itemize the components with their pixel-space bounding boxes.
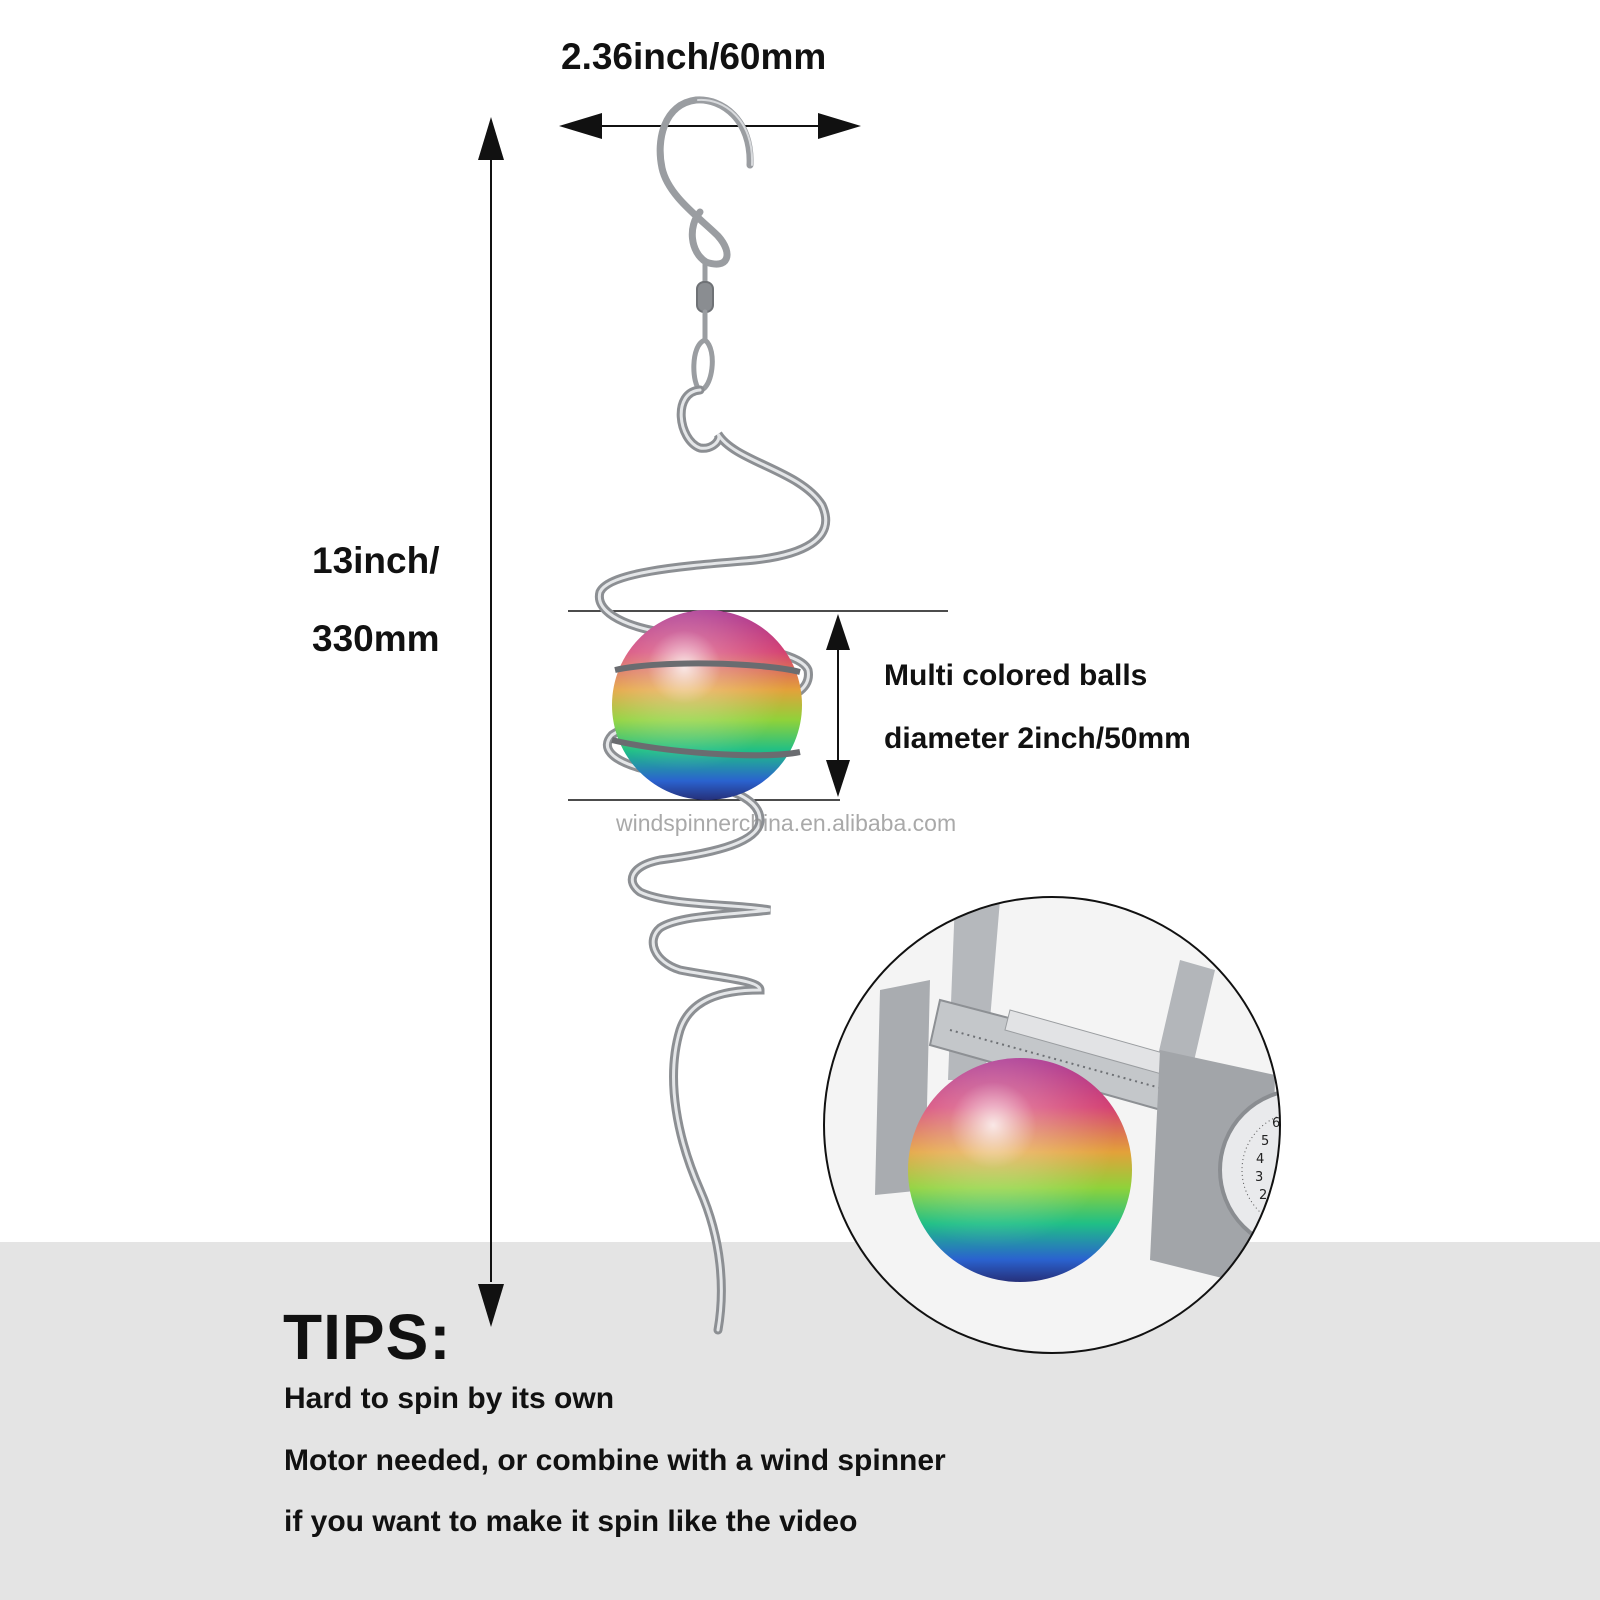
- dial-digit: 4: [1256, 1152, 1264, 1167]
- dial-digit: 3: [1255, 1170, 1263, 1185]
- tip-line: Motor needed, or combine with a wind spi…: [284, 1444, 946, 1477]
- watermark: windspinnerchina.en.alibaba.com: [616, 810, 957, 836]
- dial-digits: 6 5 4 3 2: [1255, 1116, 1280, 1203]
- width-dimension-label: 2.36inch/60mm: [561, 36, 827, 77]
- ball-diameter-guides: [568, 610, 948, 801]
- tip-line: if you want to make it spin like the vid…: [284, 1505, 858, 1538]
- caliper-inset: 6 5 4 3 2: [823, 896, 1281, 1354]
- spiral-wire: [594, 385, 831, 1335]
- tip-line: Hard to spin by its own: [284, 1382, 615, 1415]
- dial-digit: 2: [1259, 1188, 1267, 1203]
- dial-digit: 6: [1272, 1116, 1280, 1131]
- hanging-hook: [656, 96, 754, 393]
- tips-heading: TIPS:: [283, 1301, 452, 1373]
- tips-background-band: [0, 1242, 1600, 1600]
- height-dimension-label-mm: 330mm: [312, 618, 440, 659]
- rainbow-ball: [611, 610, 802, 800]
- width-dimension-arrow: [559, 113, 861, 139]
- dial-digit: 5: [1261, 1134, 1269, 1149]
- height-dimension-label: 13inch/: [312, 540, 440, 581]
- height-dimension-arrow: [478, 117, 504, 1327]
- ball-description: Multi colored balls: [884, 659, 1148, 692]
- ball-diameter-label: diameter 2inch/50mm: [884, 722, 1191, 755]
